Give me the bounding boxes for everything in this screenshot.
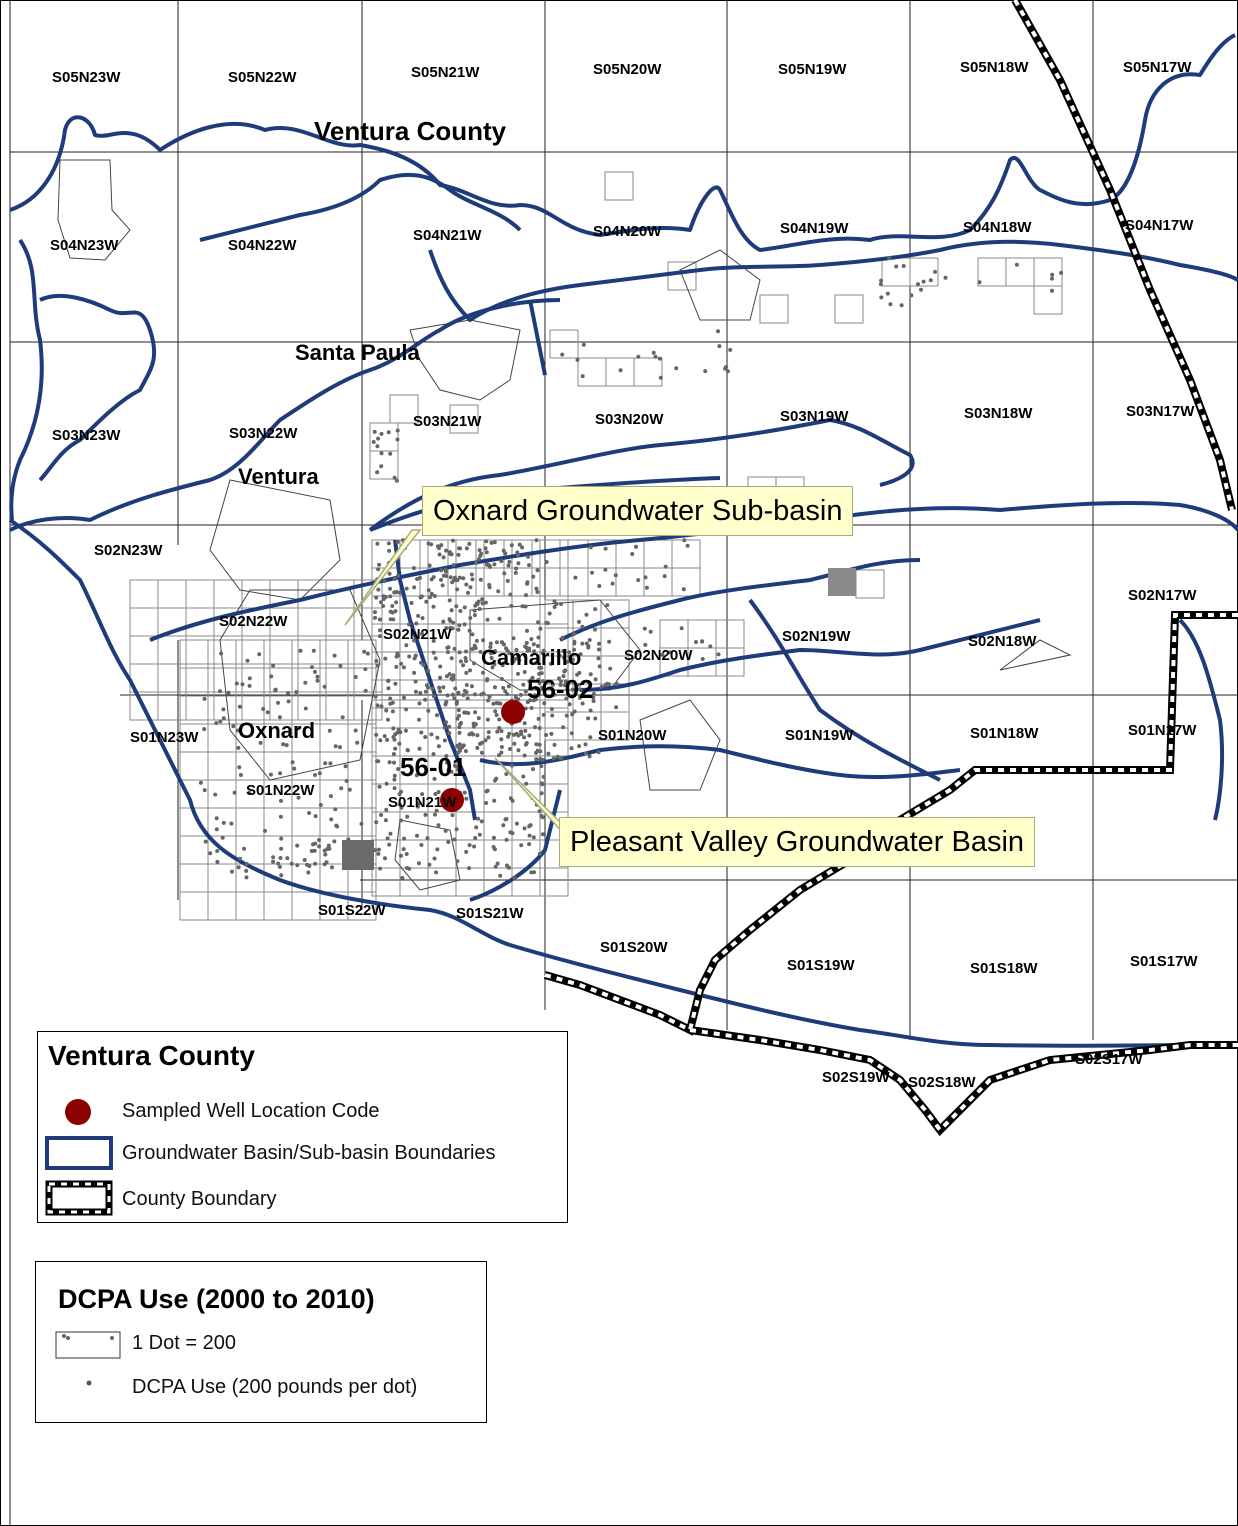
township-label: S02N21W — [383, 626, 452, 643]
township-label: S03N18W — [964, 405, 1033, 422]
dot-density-legend-icon — [55, 1331, 121, 1359]
township-label: S01N18W — [970, 725, 1039, 742]
well-legend-icon — [65, 1099, 91, 1125]
township-label: S02N18W — [968, 633, 1037, 650]
township-label: S04N22W — [228, 237, 297, 254]
dense-dcpa-area — [828, 568, 856, 596]
township-label: S03N17W — [1126, 403, 1195, 420]
legend-dcpa-use: DCPA Use (2000 to 2010) 1 Dot = 200 DCPA… — [35, 1261, 487, 1423]
legend-basin-label: Groundwater Basin/Sub-basin Boundaries — [122, 1142, 496, 1164]
city-label-camarillo: Camarillo — [481, 645, 581, 670]
township-label: S02S18W — [908, 1074, 976, 1091]
township-label: S02N17W — [1128, 587, 1197, 604]
township-label: S04N21W — [413, 227, 482, 244]
township-label: S04N20W — [593, 223, 662, 240]
township-labels: S05N23W S05N22W S05N21W S05N20W S05N19W … — [50, 59, 1198, 1091]
township-label: S02N20W — [624, 647, 693, 664]
callout-oxnard-sub-basin: Oxnard Groundwater Sub-basin — [422, 486, 854, 536]
groundwater-basin-boundaries — [8, 33, 1238, 1048]
township-label: S05N20W — [593, 61, 662, 78]
township-label: S03N23W — [52, 427, 121, 444]
legend-dot-value: 1 Dot = 200 — [132, 1332, 236, 1354]
township-label: S03N21W — [413, 413, 482, 430]
callout-leaders — [344, 529, 566, 836]
township-label: S01S21W — [456, 905, 524, 922]
township-label: S03N22W — [229, 425, 298, 442]
dense-dcpa-area — [342, 840, 374, 870]
township-label: S02S19W — [822, 1069, 890, 1086]
township-label: S02N19W — [782, 628, 851, 645]
township-label: S02N22W — [219, 613, 288, 630]
township-label: S05N18W — [960, 59, 1029, 76]
township-label: S05N19W — [778, 61, 847, 78]
township-label: S05N22W — [228, 69, 297, 86]
city-label-santa-paula: Santa Paula — [295, 340, 420, 365]
township-label: S04N17W — [1125, 217, 1194, 234]
well-code-label: 56-02 — [527, 674, 594, 704]
well-code-label: 56-01 — [400, 752, 467, 782]
dcpa-dot-icon — [86, 1380, 92, 1386]
township-label: S03N20W — [595, 411, 664, 428]
township-label: S03N19W — [780, 408, 849, 425]
legend-ventura-county: Ventura County Sampled Well Location Cod… — [37, 1031, 568, 1223]
township-label: S05N21W — [411, 64, 480, 81]
township-label: S01S22W — [318, 902, 386, 919]
city-label-oxnard: Oxnard — [238, 718, 315, 743]
township-label: S05N17W — [1123, 59, 1192, 76]
township-label: S01N21W — [388, 794, 457, 811]
township-label: S05N23W — [52, 69, 121, 86]
township-label: S01N22W — [246, 782, 315, 799]
well-marker[interactable] — [501, 700, 525, 724]
county-legend-icon — [45, 1180, 113, 1216]
township-label: S01N23W — [130, 729, 199, 746]
legend-title: DCPA Use (2000 to 2010) — [58, 1284, 375, 1314]
county-boundary — [543, 0, 1238, 1137]
legend-dot-desc: DCPA Use (200 pounds per dot) — [132, 1376, 418, 1398]
township-label: S04N18W — [963, 219, 1032, 236]
township-label: S04N23W — [50, 237, 119, 254]
township-label: S02N23W — [94, 542, 163, 559]
callout-pleasant-valley-basin: Pleasant Valley Groundwater Basin — [559, 817, 1036, 867]
township-label: S01N19W — [785, 727, 854, 744]
township-label: S04N19W — [780, 220, 849, 237]
legend-well-label: Sampled Well Location Code — [122, 1100, 380, 1122]
township-label: S01S20W — [600, 939, 668, 956]
county-title: Ventura County — [314, 116, 507, 146]
township-label: S01S18W — [970, 960, 1038, 977]
township-label: S01S19W — [787, 957, 855, 974]
city-label-ventura: Ventura — [238, 464, 319, 489]
legend-title: Ventura County — [48, 1040, 255, 1071]
legend-county-label: County Boundary — [122, 1188, 277, 1210]
township-label: S01N17W — [1128, 722, 1197, 739]
well-marker[interactable] — [440, 788, 464, 812]
township-label: S01S17W — [1130, 953, 1198, 970]
township-label: S01N20W — [598, 727, 667, 744]
basin-legend-icon — [45, 1136, 113, 1170]
township-label: S02S17W — [1075, 1051, 1143, 1068]
